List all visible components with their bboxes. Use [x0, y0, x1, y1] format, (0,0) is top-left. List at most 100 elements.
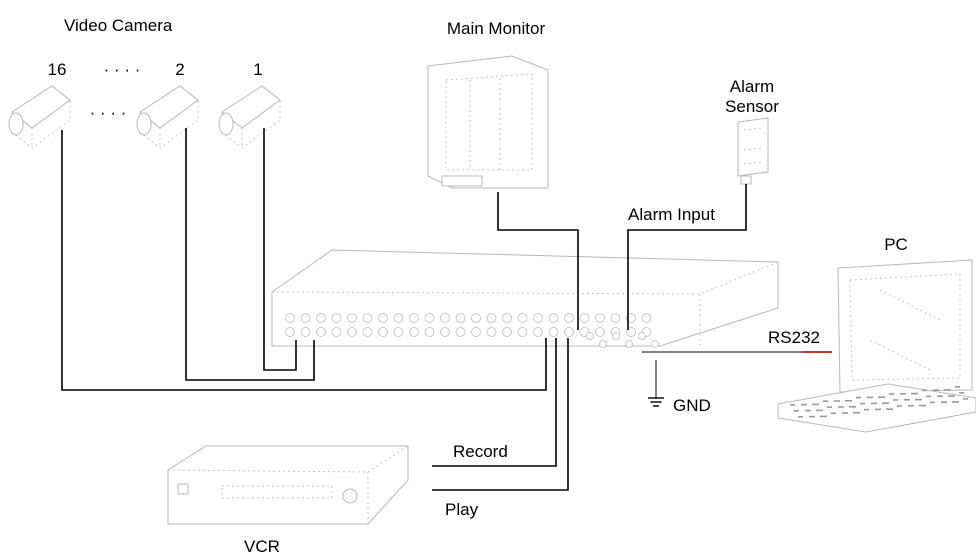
keyboard-key: [944, 389, 951, 391]
vcr: [167, 445, 409, 525]
keyboard-key: [790, 404, 795, 406]
bnc-port: [579, 313, 590, 323]
keyboard-key: [812, 403, 819, 406]
wire-vcr-record: [432, 338, 557, 467]
io-port: [599, 340, 607, 348]
bnc-port: [564, 327, 574, 337]
keyboard-key: [871, 402, 877, 405]
camera-16: [8, 85, 71, 149]
keyboard-key: [845, 400, 852, 402]
bnc-port: [316, 313, 326, 323]
keyboard-key: [867, 396, 873, 399]
keyboard-key: [893, 399, 898, 401]
bnc-port: [486, 327, 497, 337]
bnc-port: [517, 327, 528, 337]
bnc-port: [362, 327, 373, 337]
vcr-label: VCR: [244, 537, 280, 554]
main-monitor-label: Main Monitor: [447, 19, 546, 38]
camera-1-label: 1: [253, 60, 262, 79]
bnc-port: [409, 313, 419, 323]
keyboard-key: [952, 401, 959, 403]
rs232-label: RS232: [768, 328, 820, 347]
keyboard-key: [842, 412, 848, 414]
keyboard-key: [948, 395, 955, 397]
dvr-unit: [271, 249, 779, 348]
bnc-port: [610, 313, 621, 323]
keyboard-key: [955, 386, 960, 388]
bnc-port: [517, 313, 528, 323]
bnc-port: [378, 327, 388, 337]
camera-1: [218, 85, 281, 149]
bnc-port: [455, 313, 466, 323]
keyboard-key: [937, 395, 943, 397]
io-port: [651, 340, 659, 348]
keyboard-key: [922, 389, 927, 392]
bnc-port: [300, 327, 311, 337]
bnc-port: [486, 313, 497, 323]
bnc-port: [595, 313, 605, 323]
bnc-port: [564, 313, 574, 323]
bnc-port: [378, 313, 388, 323]
bnc-port: [440, 327, 450, 337]
keyboard-key: [930, 401, 935, 404]
bnc-port: [502, 327, 512, 337]
keyboard-key: [889, 393, 894, 395]
keyboard-key: [864, 408, 869, 411]
bnc-port: [440, 313, 450, 323]
pc-label: PC: [884, 235, 908, 254]
keyboard-key: [860, 402, 865, 405]
bnc-port: [347, 327, 357, 337]
keyboard-key: [834, 400, 840, 402]
gnd-label: GND: [673, 396, 711, 415]
io-port: [638, 332, 646, 340]
keyboard-key: [933, 389, 939, 391]
bnc-port: [393, 327, 404, 337]
keyboard-key: [838, 406, 844, 408]
wire-camera-1: [263, 128, 297, 371]
bnc-port: [424, 327, 435, 337]
ground-icon: [648, 397, 664, 407]
bnc-port: [641, 313, 652, 323]
io-port: [586, 332, 594, 340]
keyboard-key: [908, 405, 914, 407]
alarm-input-label: Alarm Input: [628, 205, 715, 224]
keyboard-key: [959, 392, 964, 394]
io-port: [625, 340, 633, 348]
bnc-port: [300, 313, 311, 323]
keyboard-key: [875, 408, 881, 411]
bnc-port: [502, 313, 512, 323]
wire-alarm-input: [627, 184, 747, 330]
keyboard-key: [816, 409, 823, 412]
keyboard-key: [911, 392, 918, 395]
wire-vcr-play: [432, 338, 569, 491]
bnc-port: [595, 327, 605, 337]
keyboard-key: [919, 404, 926, 407]
keyboard-key: [900, 393, 906, 395]
keyboard-key: [941, 401, 947, 403]
bnc-port: [316, 327, 326, 337]
alarm-sensor-label-line1: Alarm: [730, 77, 774, 96]
wire-camera-16: [61, 130, 547, 391]
keyboard-key: [831, 412, 836, 414]
keyboard-key: [886, 408, 893, 410]
bnc-port: [424, 313, 435, 323]
keyboard-key: [823, 400, 828, 402]
bnc-port: [533, 327, 543, 337]
video-camera-label: Video Camera: [64, 16, 173, 35]
bnc-port: [285, 327, 295, 337]
bnc-port: [533, 313, 543, 323]
keyboard-key: [915, 398, 922, 401]
bnc-port: [285, 313, 295, 323]
keyboard-key: [794, 410, 799, 412]
camera-2-label: 2: [175, 60, 184, 79]
keyboard-key: [827, 406, 832, 408]
camera-2: [136, 85, 199, 149]
keyboard-key: [849, 406, 856, 408]
bnc-port: [331, 327, 342, 337]
keyboard-key: [809, 415, 815, 418]
main-monitor: [427, 55, 549, 189]
wire-main-monitor: [497, 192, 579, 330]
camera-ellipsis-top: · · · ·: [104, 60, 141, 79]
record-label: Record: [453, 442, 508, 461]
